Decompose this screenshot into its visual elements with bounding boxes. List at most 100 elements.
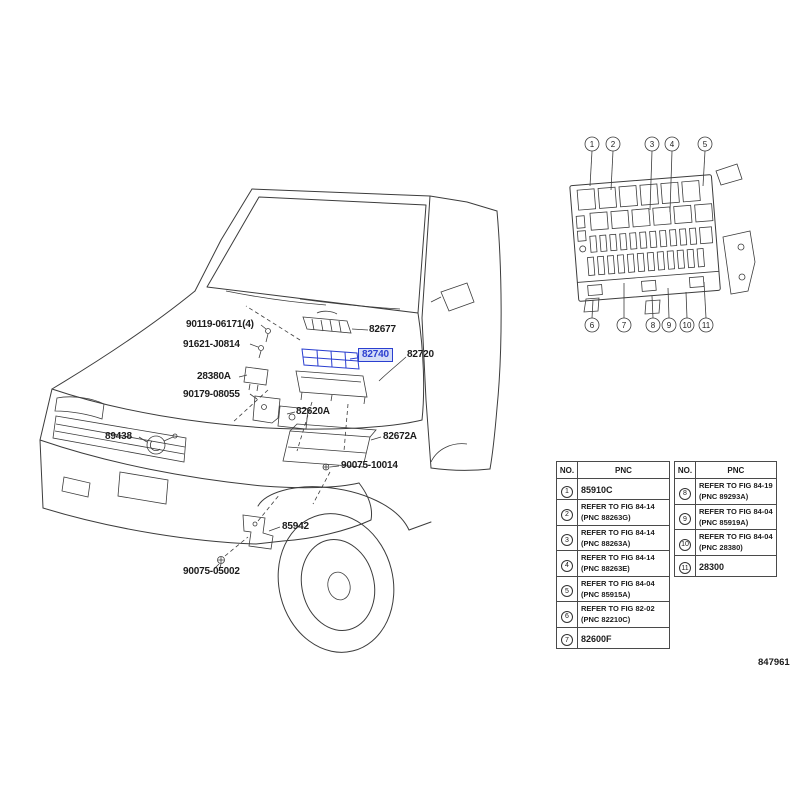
table-row-11[interactable]: 11 28300 [674, 554, 777, 577]
table-row-10[interactable]: 10 REFER TO FIG 84-04 (PNC 28380) [674, 529, 777, 556]
table-row-3[interactable]: 3 REFER TO FIG 84-14 (PNC 88263A) [556, 524, 670, 551]
table-row-8[interactable]: 8 REFER TO FIG 84-19 (PNC 89293A) [674, 478, 777, 505]
callout-9: 9 [661, 287, 677, 333]
refer-line: REFER TO FIG 84-04 [699, 506, 773, 516]
svg-text:9: 9 [667, 321, 672, 330]
part-drawing-90179-bracket [252, 395, 281, 424]
table-left-header-row: NO. PNC [556, 461, 670, 479]
callout-5: 5 [697, 136, 713, 187]
refer-pnc: (PNC 85915A) [581, 589, 631, 599]
part-label-82620A[interactable]: 82620A [296, 406, 330, 417]
part-label-89438[interactable]: 89438 [105, 431, 132, 442]
part-label-90179-08055[interactable]: 90179-08055 [183, 389, 240, 400]
row-number-badge: 1 [561, 485, 573, 498]
svg-text:5: 5 [703, 140, 708, 149]
callout-6: 6 [584, 299, 600, 333]
figure-number: 847961 [758, 657, 790, 668]
part-label-82720[interactable]: 82720 [407, 349, 434, 360]
table-row-5[interactable]: 5 REFER TO FIG 84-04 (PNC 85915A) [556, 575, 670, 602]
table-row-9[interactable]: 9 REFER TO FIG 84-04 (PNC 85919A) [674, 503, 777, 530]
callout-4: 4 [664, 136, 680, 213]
part-drawing-82740-relay-block[interactable] [301, 348, 360, 370]
part-label-90075-05002[interactable]: 90075-05002 [183, 566, 240, 577]
part-drawing-90119-bolt [265, 328, 271, 343]
col-header-pnc: PNC [577, 461, 670, 479]
refer-line: REFER TO FIG 84-14 [581, 502, 655, 511]
row-number-badge: 8 [679, 487, 691, 500]
part-number: 82600F [581, 633, 612, 644]
refer-pnc: (PNC 82210C) [581, 615, 631, 625]
table-row-6[interactable]: 6 REFER TO FIG 82-02 (PNC 82210C) [556, 601, 670, 628]
callout-8: 8 [645, 295, 661, 333]
callout-11: 11 [698, 281, 714, 333]
row-number-badge: 6 [561, 610, 573, 623]
part-drawing-90075a-screw [322, 463, 330, 471]
part-drawing-28380a-relay [243, 366, 269, 392]
svg-text:11: 11 [702, 321, 711, 330]
part-drawing-82677-cover [302, 310, 352, 334]
callout-1: 1 [584, 136, 600, 187]
refer-pnc: (PNC 85919A) [699, 517, 749, 527]
pnc-reference-tables: NO. PNC 1 85910C 2 REFER TO FIG 84-14 (P… [556, 461, 777, 649]
table-right-header-row: NO. PNC [674, 461, 777, 479]
reference-table-left: NO. PNC 1 85910C 2 REFER TO FIG 84-14 (P… [556, 461, 670, 649]
refer-line: REFER TO FIG 84-19 [699, 481, 773, 490]
part-label-90119-06171[interactable]: 90119-06171(4) [186, 319, 254, 330]
svg-text:2: 2 [611, 140, 616, 149]
col-header-no: NO. [556, 461, 578, 479]
part-drawing-82672a-cover [282, 423, 377, 468]
row-number-badge: 9 [679, 513, 691, 526]
refer-pnc: (PNC 89293A) [699, 492, 749, 502]
part-label-82740-selected[interactable]: 82740 [358, 348, 393, 362]
refer-pnc: (PNC 88263A) [581, 538, 631, 548]
row-number-badge: 4 [561, 559, 573, 572]
row-number-badge: 7 [561, 634, 573, 646]
refer-pnc: (PNC 88263G) [581, 513, 631, 523]
vehicle-outline [39, 188, 502, 653]
col-header-pnc: PNC [695, 461, 777, 479]
refer-line: REFER TO FIG 84-04 [581, 578, 655, 588]
table-row-7[interactable]: 7 82600F [556, 626, 670, 649]
svg-text:6: 6 [590, 321, 595, 330]
col-header-no: NO. [674, 461, 696, 479]
part-number: 28300 [699, 561, 725, 572]
refer-line: REFER TO FIG 84-04 [699, 532, 773, 541]
svg-text:4: 4 [670, 140, 675, 149]
refer-line: REFER TO FIG 82-02 [581, 604, 655, 613]
part-label-82677[interactable]: 82677 [369, 324, 396, 335]
row-number-badge: 3 [561, 534, 573, 547]
part-label-90075-10014[interactable]: 90075-10014 [341, 460, 398, 471]
table-row-1[interactable]: 1 85910C [556, 478, 670, 500]
svg-text:10: 10 [683, 321, 692, 330]
fusebox-drawing [569, 163, 756, 315]
callout-3: 3 [644, 136, 660, 211]
part-number: 85910C [581, 485, 613, 495]
svg-text:8: 8 [651, 321, 656, 330]
part-drawing-82720-tray [295, 370, 368, 405]
svg-text:1: 1 [590, 140, 595, 149]
part-drawing-89438-horn [146, 433, 178, 455]
part-label-91621-J0814[interactable]: 91621-J0814 [183, 339, 240, 350]
svg-text:3: 3 [650, 140, 655, 149]
part-label-85942[interactable]: 85942 [282, 521, 309, 532]
row-number-badge: 5 [561, 585, 573, 598]
row-number-badge: 2 [561, 508, 573, 521]
part-drawing-90075b-screw [217, 556, 225, 572]
refer-pnc: (PNC 88263E) [581, 564, 630, 574]
fusebox-callouts: 1 2 3 4 5 6 7 [584, 136, 714, 333]
svg-text:7: 7 [622, 321, 627, 330]
callout-7: 7 [616, 283, 632, 333]
refer-pnc: (PNC 28380) [699, 543, 743, 553]
table-row-2[interactable]: 2 REFER TO FIG 84-14 (PNC 88263G) [556, 499, 670, 526]
part-drawing-82620a-bracket [277, 405, 309, 430]
part-label-82672A[interactable]: 82672A [383, 431, 417, 442]
row-number-badge: 10 [679, 538, 691, 551]
callout-2: 2 [605, 136, 621, 191]
part-drawing-91621-bolt [258, 345, 264, 359]
refer-line: REFER TO FIG 84-14 [581, 553, 655, 562]
part-label-28380A[interactable]: 28380A [197, 371, 231, 382]
table-row-4[interactable]: 4 REFER TO FIG 84-14 (PNC 88263E) [556, 550, 670, 577]
engine-bay-parts [146, 310, 377, 572]
